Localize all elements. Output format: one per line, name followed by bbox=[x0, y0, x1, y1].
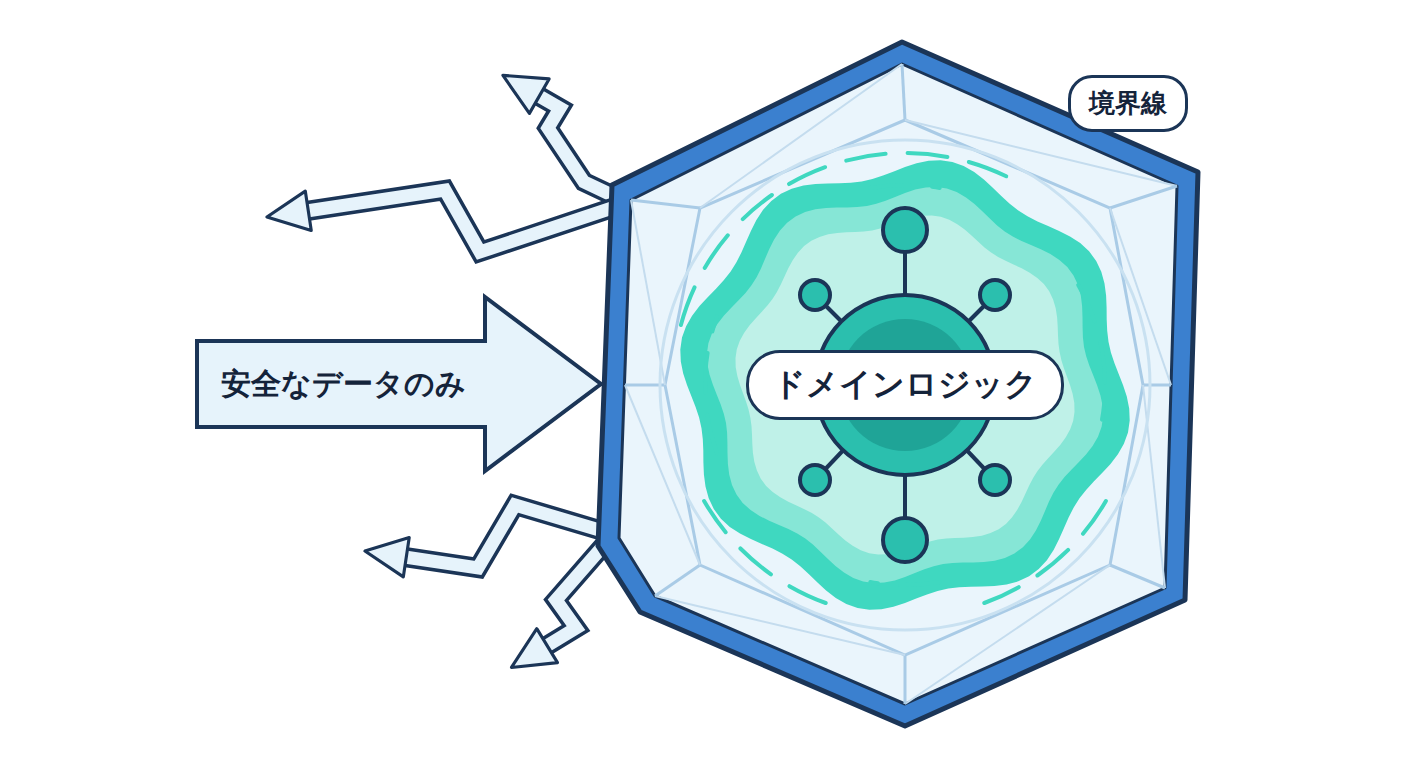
facet-line bbox=[1110, 186, 1177, 208]
domain-pill: ドメインロジック bbox=[746, 350, 1064, 420]
facet-line bbox=[631, 200, 665, 385]
input-arrow-node: 安全なデータのみ bbox=[195, 295, 605, 473]
ripple-arc bbox=[681, 195, 772, 325]
molecule-ball bbox=[883, 208, 927, 252]
ripple-arc bbox=[704, 501, 826, 603]
facet-line bbox=[1143, 384, 1171, 387]
facet-line bbox=[1110, 208, 1171, 385]
ripple-arc bbox=[1078, 285, 1105, 420]
molecule-ball bbox=[800, 280, 830, 310]
facet-line bbox=[902, 64, 905, 120]
molecule-ball bbox=[980, 280, 1010, 310]
wave-middle bbox=[707, 187, 1103, 583]
facet-line bbox=[1143, 385, 1165, 588]
facet-ring bbox=[665, 120, 1143, 655]
molecule-ball bbox=[883, 518, 927, 562]
facet-line bbox=[655, 565, 700, 596]
ripple-arc bbox=[705, 317, 717, 454]
boundary-band bbox=[598, 42, 1198, 726]
facet-line bbox=[631, 200, 700, 208]
ripple-arc bbox=[870, 185, 939, 188]
domain-text: ドメインロジック bbox=[773, 363, 1037, 407]
facet-line bbox=[904, 655, 907, 704]
ripple-arc bbox=[789, 153, 1021, 184]
boundary-label: 境界線 bbox=[1068, 75, 1188, 132]
wave-outer bbox=[680, 160, 1129, 609]
boundary-inner bbox=[619, 64, 1177, 704]
label-text: 境界線 bbox=[1089, 86, 1167, 121]
facet-line bbox=[1110, 565, 1165, 588]
ripple-arc bbox=[870, 582, 939, 585]
boundary-node: 境界線ドメインロジック bbox=[595, 40, 1220, 730]
wave-inner bbox=[736, 216, 1075, 555]
inner-ring bbox=[660, 140, 1150, 630]
arrow-label: 安全なデータのみ bbox=[221, 364, 466, 405]
ripple-arc bbox=[984, 501, 1106, 603]
molecule-ball bbox=[980, 465, 1010, 495]
arrow-shape bbox=[197, 297, 601, 471]
molecule-ball bbox=[800, 465, 830, 495]
